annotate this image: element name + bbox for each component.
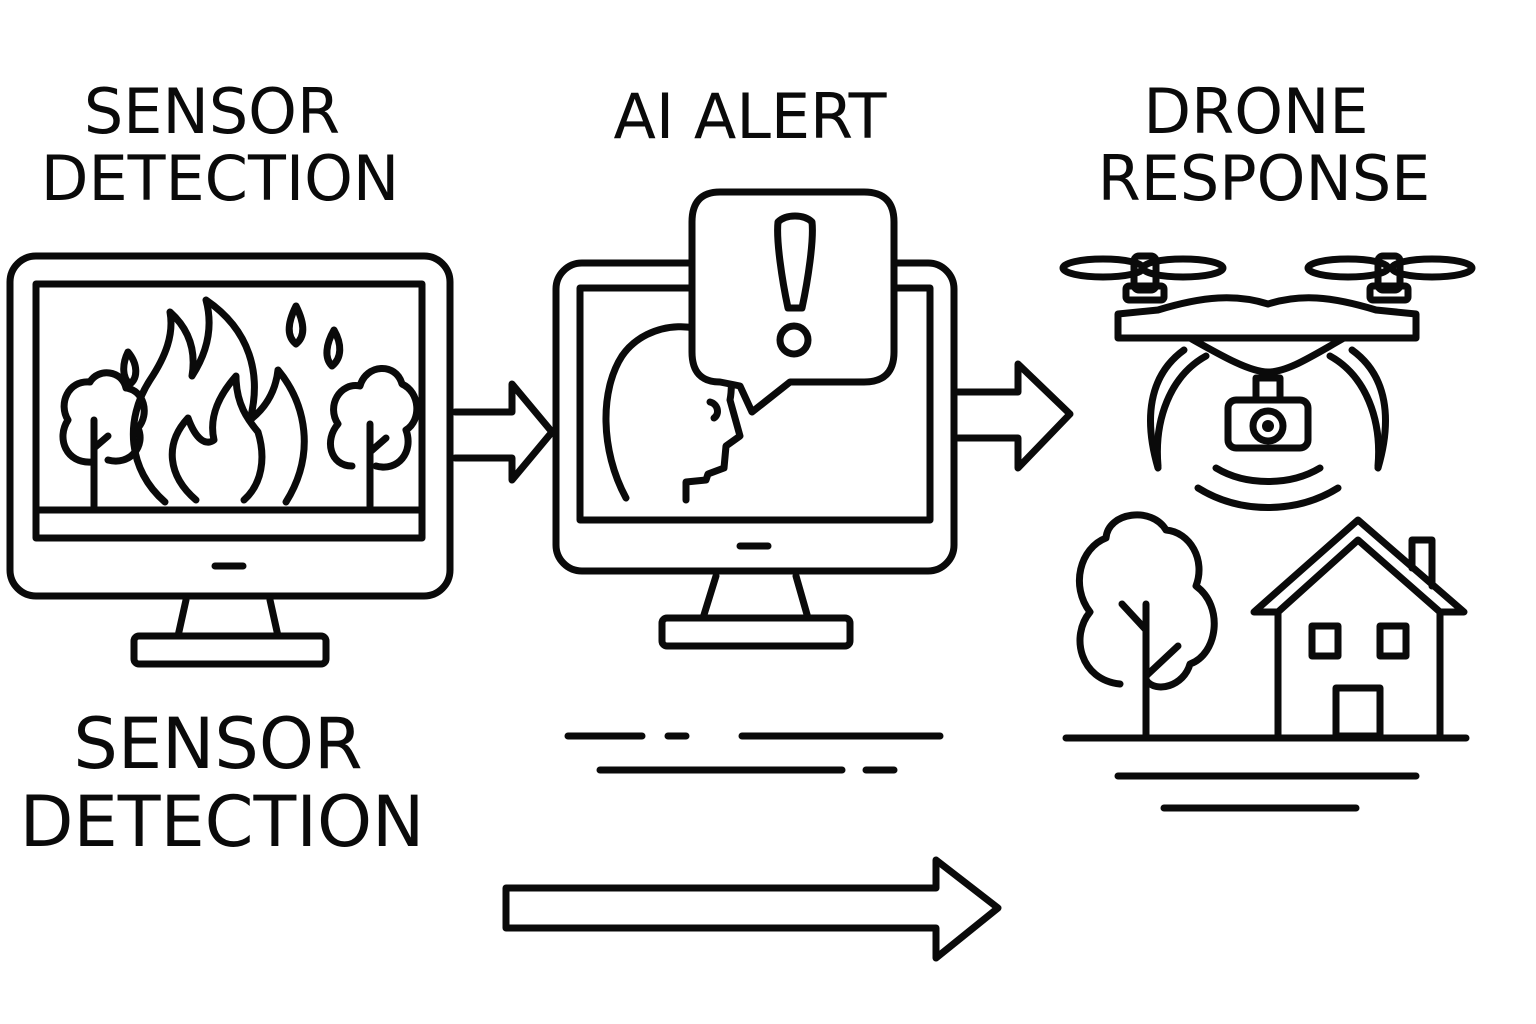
monitor-icon: [6, 252, 454, 668]
stage2-title: AI ALERT: [614, 80, 888, 153]
drone-over-house-icon: [1059, 252, 1476, 812]
house-icon: [1250, 516, 1468, 740]
head-profile-icon: [602, 323, 744, 504]
stage1-title-line1: SENSOR: [84, 75, 340, 148]
signal-waves-icon: [1194, 464, 1342, 511]
repeated-label-line2: DETECTION: [20, 781, 425, 863]
stage3-title-line2: RESPONSE: [1098, 142, 1431, 215]
arrow-right-icon: [451, 380, 556, 484]
tree-icon: [1076, 511, 1218, 740]
arrow-right-icon: [502, 856, 1002, 962]
monitor-with-alert-bubble-icon: [552, 188, 958, 650]
drone-icon: [1059, 252, 1476, 472]
exclamation-icon: [774, 212, 816, 358]
arrow-right-icon: [954, 360, 1074, 472]
monitor-with-wildfire-icon: [6, 252, 454, 668]
camera-icon: [1224, 374, 1312, 452]
stage1-title-line2: DETECTION: [41, 142, 400, 215]
speech-bubble-icon: [688, 188, 898, 416]
ground-lines: [1062, 734, 1470, 812]
tree-icon: [327, 365, 421, 510]
stage3-title-line1: DRONE: [1143, 75, 1368, 148]
dash-lines: [564, 732, 944, 774]
tree-icon: [59, 369, 148, 510]
wildfire-icon: [120, 296, 344, 506]
repeated-label-line1: SENSOR: [73, 703, 362, 785]
